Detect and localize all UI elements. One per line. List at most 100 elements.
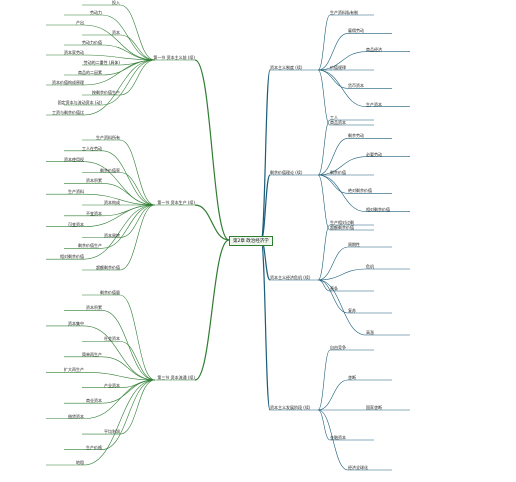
branch-left-3[interactable]: 第三节 资本流通 (续) <box>157 375 195 380</box>
left-node[interactable]: 按剩余价值生产 <box>92 90 120 95</box>
right-node[interactable]: 生产资本 <box>366 101 382 107</box>
right-node[interactable]: 经济全球化 <box>348 465 368 470</box>
right-node[interactable]: 剩余价值 <box>330 170 346 175</box>
right-node[interactable]: 高涨 <box>366 330 374 335</box>
connector-line <box>83 59 156 116</box>
connector-line <box>119 139 156 206</box>
right-node[interactable]: 复苏 <box>348 308 356 313</box>
connector-line <box>317 349 331 411</box>
connector-line <box>194 204 230 241</box>
left-node[interactable]: 借贷资本 <box>68 413 84 419</box>
right-node[interactable]: 超额剩余价值 <box>330 225 354 230</box>
right-node[interactable]: 垄断 <box>348 375 356 380</box>
branch-right-3[interactable]: 资本主义经济危机 (续) <box>270 275 311 280</box>
right-node[interactable]: 危机 <box>366 264 374 269</box>
left-node[interactable]: 平均利润 <box>104 429 120 435</box>
right-node[interactable]: 工人 <box>330 115 338 120</box>
connector-line <box>83 24 156 61</box>
connector-line <box>119 172 156 206</box>
right-node[interactable]: 生产资料私有制 <box>330 10 358 15</box>
left-node[interactable]: 资本使用权 <box>64 156 84 162</box>
connector-line <box>317 279 367 336</box>
connector-line <box>317 138 349 176</box>
connector-line <box>83 193 156 206</box>
branch-left-2[interactable]: 第一节 资本生产 (续) <box>157 200 195 205</box>
left-node[interactable]: 地租 <box>76 460 84 465</box>
left-node[interactable]: 资本集中 <box>68 320 84 326</box>
connector-line <box>317 51 367 71</box>
connector-line <box>83 325 156 381</box>
connector-line <box>317 409 331 441</box>
left-node[interactable]: 投入 <box>112 0 120 5</box>
left-node[interactable]: 生产资料 <box>68 189 84 195</box>
right-node[interactable]: 萧条 <box>330 286 338 291</box>
left-node[interactable]: 相对剩余价值 <box>60 254 84 260</box>
left-node[interactable]: 资本价值构成原理 <box>52 80 84 85</box>
connector-line <box>101 183 156 206</box>
left-node[interactable]: 扩大再生产 <box>64 367 84 373</box>
connector-line <box>317 14 331 71</box>
left-node[interactable]: 简单再生产 <box>82 351 102 357</box>
left-node[interactable]: 固定资本与流动资本 (动) <box>57 100 102 105</box>
connector-line <box>101 356 156 381</box>
branch-right-4[interactable]: 资本主义发展阶段 (续) <box>270 405 311 410</box>
connector-line <box>317 69 331 126</box>
connector-line <box>101 59 156 106</box>
right-node[interactable]: 剩余劳动 <box>348 133 364 139</box>
connector-line <box>317 69 367 107</box>
right-node[interactable]: 商品资本 <box>330 120 346 125</box>
right-node[interactable]: 雇佣劳动 <box>348 28 364 34</box>
left-node[interactable]: 资本家劳动 <box>64 50 84 55</box>
left-node[interactable]: 剩余价值率 <box>100 167 120 173</box>
connector-line <box>317 156 367 176</box>
connector-line <box>317 174 331 231</box>
left-node[interactable]: 社会资本 <box>104 336 120 342</box>
left-node[interactable]: 商品的二因素 <box>78 70 102 75</box>
left-node[interactable]: 生产价格 <box>86 444 102 450</box>
left-node[interactable]: 不变资本 <box>86 210 102 216</box>
connector-line <box>194 239 230 381</box>
left-node[interactable]: 劳动力价值 <box>82 40 102 45</box>
right-node[interactable]: 周期性 <box>348 242 360 247</box>
branch-left-1[interactable]: 第一节 资本主义前 (续) <box>153 55 195 60</box>
root-topic[interactable]: 第2章 政治经济学 <box>229 236 273 246</box>
connector-line <box>119 341 156 381</box>
left-node[interactable]: 剩余价值量 <box>100 290 120 295</box>
connector-line <box>83 379 156 466</box>
left-node[interactable]: 工人在劳动 <box>82 145 102 151</box>
left-node[interactable]: 劳动的二重性 (具体) <box>83 60 120 65</box>
connector-line <box>119 204 156 238</box>
left-node[interactable]: 商业资本 <box>86 398 102 404</box>
left-node[interactable]: 资本 <box>112 30 120 35</box>
left-node[interactable]: 生产资料所有 <box>96 135 120 140</box>
left-node[interactable]: 资本积累 <box>86 178 102 184</box>
right-node[interactable]: 国家垄断 <box>366 405 382 410</box>
connector-line <box>194 59 230 241</box>
connector-line <box>260 239 271 411</box>
connector-line <box>83 204 156 260</box>
connector-line <box>317 279 349 314</box>
right-node[interactable]: 自由竞争 <box>330 345 346 350</box>
left-node[interactable]: 劳动力 <box>90 10 102 15</box>
right-node[interactable]: 绝对剩余价值 <box>348 188 372 194</box>
right-node[interactable]: 相对剩余价值 <box>366 206 390 212</box>
left-node[interactable]: 超额剩余价值 <box>96 265 120 270</box>
left-node[interactable]: 资本构成 <box>104 200 120 205</box>
left-node[interactable]: 产业资本 <box>104 382 120 388</box>
right-node[interactable]: 货币资本 <box>348 83 364 89</box>
left-node[interactable]: 产出 <box>76 20 84 25</box>
connector-line <box>119 4 156 61</box>
right-node[interactable]: 价值规律 <box>330 65 346 70</box>
branch-right-2[interactable]: 剩余价值理论 (续) <box>270 170 303 175</box>
left-node[interactable]: 可变资本 <box>68 221 84 227</box>
right-node[interactable]: 必要劳动 <box>366 151 382 157</box>
left-node[interactable]: 工资与剩余价值比 <box>52 110 84 115</box>
right-node[interactable]: 金融资本 <box>330 435 346 440</box>
branch-right-1[interactable]: 资本主义制度 (续) <box>270 65 303 70</box>
left-node[interactable]: 剩余价值生产 <box>78 243 102 249</box>
left-node[interactable]: 资本周转 <box>104 232 120 238</box>
connector-line <box>317 224 331 281</box>
left-node[interactable]: 资本积累 <box>86 305 102 311</box>
right-node[interactable]: 生产相对过剩 <box>330 220 354 225</box>
right-node[interactable]: 商品经济 <box>366 46 382 52</box>
